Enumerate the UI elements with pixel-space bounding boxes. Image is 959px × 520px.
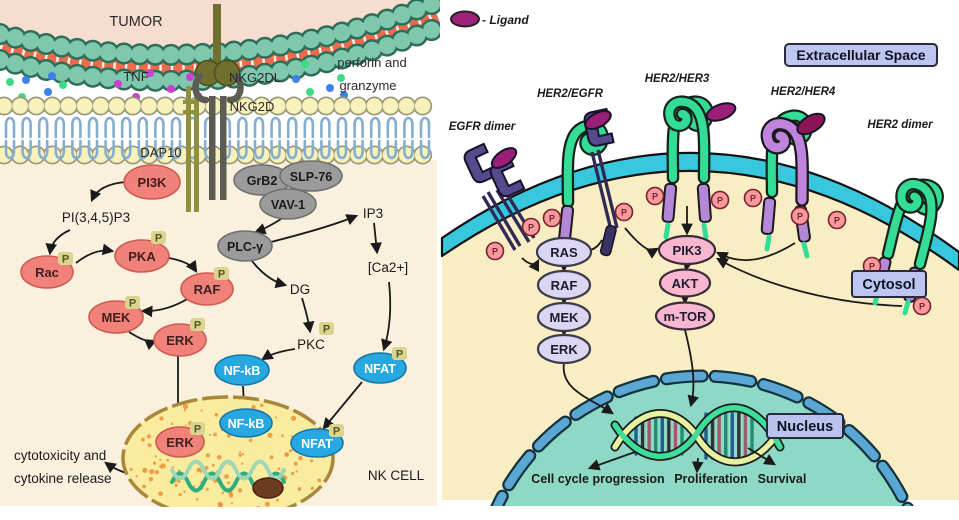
nkg2d-receptor: [192, 72, 244, 200]
her2-egfr-receptor: [557, 108, 619, 260]
her2-her3-receptor: [661, 100, 737, 240]
erk-node-label: ERK: [550, 342, 578, 357]
rac-node-label: Rac: [35, 265, 59, 280]
pip3-label: PI(3,4,5)P3: [62, 210, 130, 225]
svg-text:P: P: [528, 223, 534, 233]
svg-text:P: P: [396, 349, 403, 361]
pik3-node-label: PIK3: [673, 243, 702, 258]
phospho-badges: P P P P P P P P P: [58, 231, 407, 438]
mek-node-label: MEK: [550, 310, 580, 325]
extracellular-space-box: Extracellular Space: [784, 43, 938, 67]
mapk-cascade: RAS RAF MEK ERK: [535, 236, 593, 365]
dna-helix-left: [170, 459, 286, 499]
svg-text:P: P: [869, 262, 875, 272]
svg-text:Cytosol: Cytosol: [862, 277, 915, 293]
her2-her3-label: HER2/HER3: [645, 73, 710, 85]
nucleus-erk-label: ERK: [166, 435, 194, 450]
cytosol-box: Cytosol: [851, 270, 927, 298]
dg-label: DG: [290, 282, 310, 297]
svg-text:P: P: [333, 426, 340, 438]
blue-nodes: NF-kB NFAT NF-kB NFAT: [214, 352, 407, 458]
svg-text:Nucleus: Nucleus: [777, 419, 833, 435]
raf-node-label: RAF: [194, 282, 221, 297]
mtor-node-label: m-TOR: [663, 309, 707, 324]
nfat-node-label: NFAT: [364, 362, 396, 376]
dna-helix-right: [610, 403, 785, 467]
plcg-node-label: PLC-γ: [227, 240, 263, 254]
nk-cell-panel: TUMOR TNF perforin and granzyme NKG2DL N…: [0, 0, 440, 520]
nkg2dl-label: NKG2DL: [229, 70, 281, 85]
nkg2dl-receptor: [194, 4, 241, 87]
mek-node-label: MEK: [102, 310, 132, 325]
nucleus-box: Nucleus: [766, 413, 844, 439]
dap10-adaptor: [183, 86, 199, 212]
svg-text:P: P: [717, 196, 723, 206]
ligand-legend-label: - Ligand: [482, 13, 529, 27]
svg-text:P: P: [194, 424, 201, 436]
her2-pathway-arrows: [521, 206, 903, 474]
svg-text:P: P: [155, 233, 162, 245]
svg-text:P: P: [492, 247, 498, 257]
cell-cycle-label: Cell cycle progression: [531, 472, 664, 486]
gray-nodes: GrB2 SLP-76 VAV-1 PLC-γ: [217, 160, 343, 262]
svg-text:P: P: [194, 320, 201, 332]
outcome-label-2: cytokine release: [14, 471, 112, 486]
bottom-margin: [440, 506, 959, 520]
akt-node-label: AKT: [672, 276, 699, 291]
tnf-label: TNF: [123, 69, 148, 84]
ligand-legend: - Ligand: [450, 10, 529, 28]
nkg2d-label: NKG2D: [230, 99, 275, 114]
proliferation-label: Proliferation: [674, 472, 748, 486]
svg-text:P: P: [652, 192, 658, 202]
nucleus-nfat-label: NFAT: [301, 437, 333, 451]
svg-text:P: P: [919, 302, 925, 312]
egfr-dimer-label: EGFR dimer: [449, 121, 516, 133]
nk-cell-label: NK CELL: [368, 468, 425, 483]
ca2-label: [Ca2+]: [368, 260, 408, 275]
ras-node-label: RAS: [550, 245, 578, 260]
nfkb-node-label: NF-kB: [224, 364, 261, 378]
svg-text:P: P: [621, 208, 627, 218]
her2-her4-label: HER2/HER4: [771, 86, 836, 98]
svg-text:P: P: [62, 254, 69, 266]
perforin-label-2: granzyme: [339, 78, 396, 93]
ip3-label: IP3: [363, 206, 383, 221]
svg-text:P: P: [797, 212, 803, 222]
egfr-dimer-receptor: [461, 142, 536, 251]
svg-text:P: P: [834, 216, 840, 226]
survival-label: Survival: [758, 472, 807, 486]
svg-text:P: P: [549, 214, 555, 224]
membrane-channels: [4, 116, 431, 160]
her2-egfr-label: HER2/EGFR: [537, 88, 604, 100]
phospho-circles: P P P P P P P P P P P: [485, 186, 932, 316]
bottom-margin: [0, 507, 440, 520]
grb2-node-label: GrB2: [247, 174, 278, 188]
perforin-label-1: perforin and: [337, 55, 406, 70]
her2-dimer-label: HER2 dimer: [867, 119, 933, 131]
vav1-node-label: VAV-1: [271, 198, 305, 212]
her2-panel: P P P P P P P P P P P RAS RAF MEK ERK PI…: [440, 10, 959, 520]
pkc-label: PKC: [297, 337, 325, 352]
red-nodes: PI3K Rac PKA RAF MEK ERK ERK: [20, 164, 234, 458]
nk-membrane: [0, 96, 440, 165]
svg-text:P: P: [218, 269, 225, 281]
erk-node-label: ERK: [166, 333, 194, 348]
pka-node-label: PKA: [128, 249, 156, 264]
svg-text:P: P: [129, 298, 136, 310]
pi3k-node-label: PI3K: [138, 175, 168, 190]
pik3-cascade: PIK3 AKT m-TOR: [654, 234, 717, 331]
nucleus-nfkb-label: NF-kB: [228, 417, 265, 431]
dap10-label: DAP10: [140, 145, 181, 160]
svg-text:P: P: [323, 324, 330, 336]
outcome-label-1: cytotoxicity and: [14, 448, 106, 463]
svg-text:Extracellular Space: Extracellular Space: [796, 47, 925, 63]
raf-node-label: RAF: [551, 278, 578, 293]
svg-text:P: P: [750, 194, 756, 204]
tumor-label: TUMOR: [109, 14, 162, 30]
slp76-node-label: SLP-76: [290, 170, 332, 184]
